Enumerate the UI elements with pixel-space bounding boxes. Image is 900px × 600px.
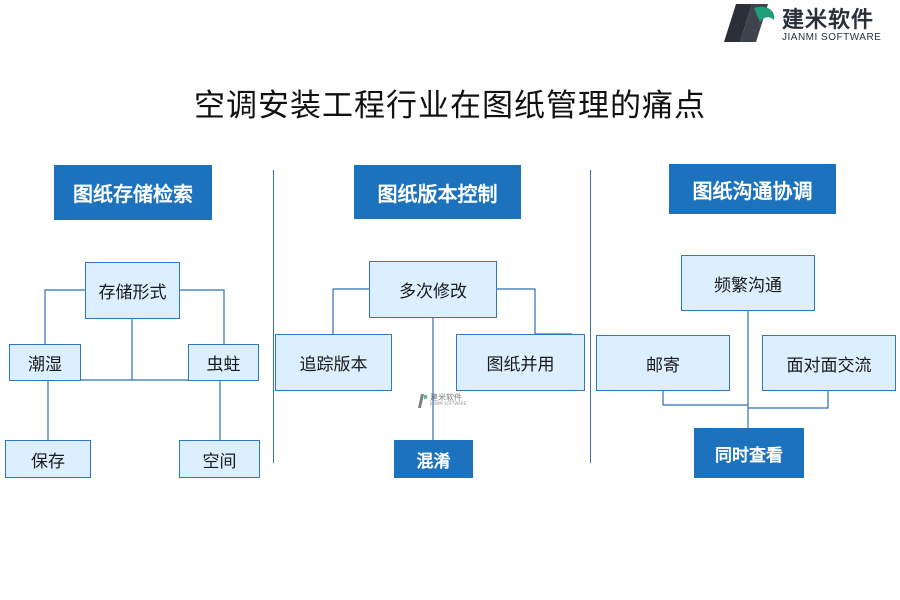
watermark-text-en: JIANMI SOFTWARE (430, 401, 467, 406)
page-title: 空调安装工程行业在图纸管理的痛点 (194, 88, 706, 124)
section-header-storage: 图纸存储检索 (54, 165, 212, 220)
connector (497, 288, 572, 335)
logo-mark-icon (724, 4, 775, 42)
node-humidity: 潮湿 (9, 344, 81, 381)
watermark-text-cn: 建米软件 (430, 393, 462, 402)
section-divider (273, 170, 274, 463)
node-parallel-drawings: 图纸并用 (456, 334, 585, 391)
connector (332, 288, 369, 334)
node-face-to-face: 面对面交流 (762, 335, 896, 391)
node-storage-form: 存储形式 (85, 262, 180, 319)
connector (748, 391, 829, 409)
connector (132, 379, 221, 440)
logo-name-en: JIANMI SOFTWARE (782, 32, 882, 43)
connector (44, 289, 85, 344)
node-simultaneous-view: 同时查看 (694, 428, 804, 478)
brand-logo: 建米软件 JIANMI SOFTWARE (722, 0, 900, 48)
logo-name-cn: 建米软件 (782, 8, 875, 33)
connector (180, 289, 225, 344)
node-insect-damage: 虫蛀 (188, 344, 259, 381)
section-divider (590, 170, 591, 463)
node-confusion: 混淆 (394, 440, 473, 478)
connector (662, 391, 748, 406)
section-header-version: 图纸版本控制 (354, 165, 521, 219)
node-space: 空间 (179, 440, 260, 478)
watermark: 建米软件 JIANMI SOFTWARE (418, 392, 478, 410)
connector (47, 319, 133, 440)
node-frequent-communication: 频繁沟通 (681, 255, 815, 311)
section-header-communication: 图纸沟通协调 (669, 164, 836, 214)
watermark-logo-icon (418, 394, 428, 408)
node-track-versions: 追踪版本 (275, 334, 392, 391)
node-multiple-edits: 多次修改 (369, 261, 497, 318)
node-preservation: 保存 (5, 440, 91, 478)
node-mailing: 邮寄 (596, 335, 730, 391)
